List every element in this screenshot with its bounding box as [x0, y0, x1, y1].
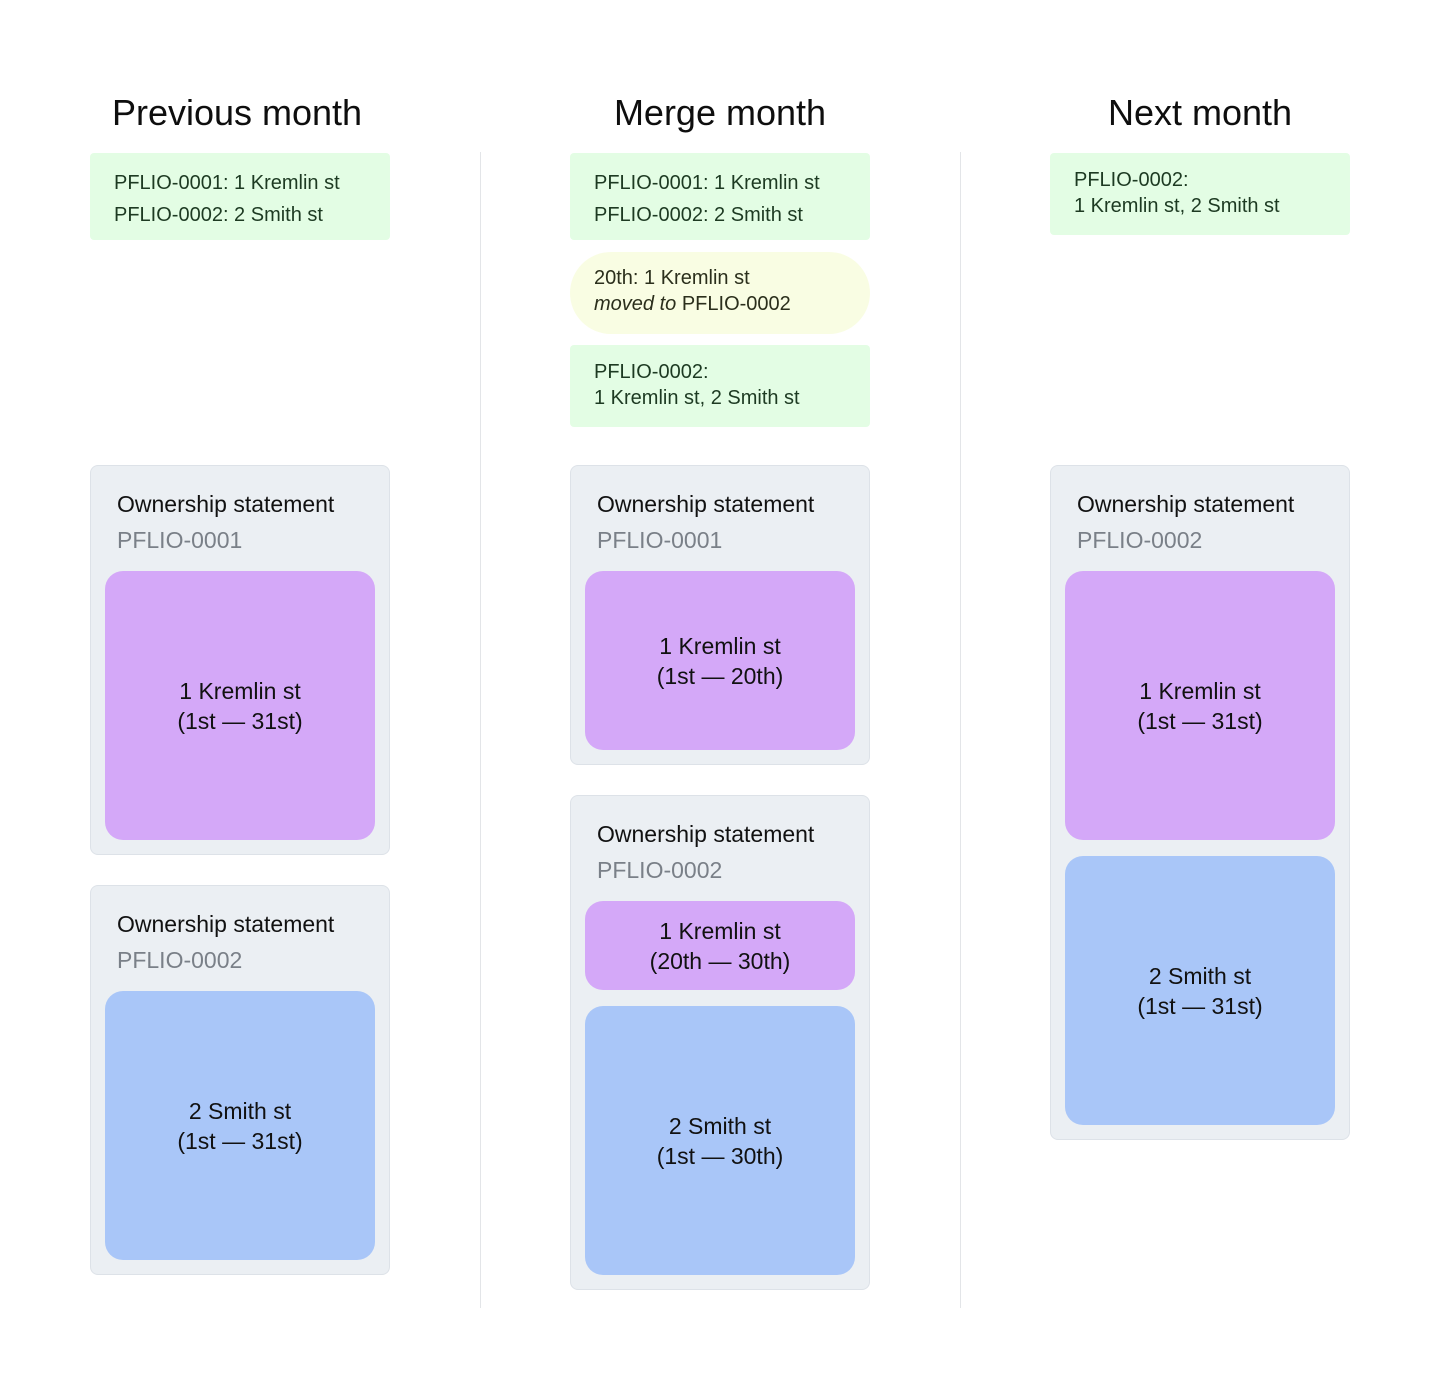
note-line: PFLIO-0002: [1074, 169, 1189, 191]
merge-event-note: 20th: 1 Kremlin st moved to PFLIO-0002 [570, 252, 870, 334]
property-block-kremlin: 1 Kremlin st (20th — 30th) [585, 901, 855, 990]
property-name: 2 Smith st [1148, 962, 1252, 989]
statement-title: Ownership statement [597, 821, 815, 847]
column-divider [480, 152, 481, 1308]
event-target: PFLIO-0002 [681, 293, 791, 315]
portfolio-note: PFLIO-0001: 1 Kremlin st PFLIO-0002: 2 S… [90, 153, 390, 240]
property-period: (1st — 31st) [1137, 992, 1263, 1019]
ownership-statement-card: Ownership statement PFLIO-0002 2 Smith s… [90, 885, 390, 1275]
property-name: 1 Kremlin st [1139, 677, 1261, 704]
property-period: (1st — 31st) [1137, 707, 1263, 734]
ownership-statement-card: Ownership statement PFLIO-0001 1 Kremlin… [570, 465, 870, 765]
portfolio-note: PFLIO-0002: 1 Kremlin st, 2 Smith st [1050, 153, 1350, 235]
property-name: 1 Kremlin st [659, 917, 781, 944]
note-line: PFLIO-0001: 1 Kremlin st [594, 172, 820, 194]
property-period: (1st — 20th) [656, 662, 784, 689]
ownership-statement-card: Ownership statement PFLIO-0001 1 Kremlin… [90, 465, 390, 855]
property-block-kremlin: 1 Kremlin st (1st — 20th) [585, 571, 855, 750]
statement-portfolio-id: PFLIO-0002 [117, 947, 243, 973]
note-line: PFLIO-0002: 2 Smith st [594, 204, 803, 226]
note-line: 1 Kremlin st, 2 Smith st [1074, 195, 1280, 217]
property-period: (20th — 30th) [649, 947, 791, 974]
property-period: (1st — 30th) [656, 1142, 784, 1169]
property-period: (1st — 31st) [177, 1127, 303, 1154]
statement-title: Ownership statement [117, 491, 335, 517]
column-title-next-month: Next month [1107, 92, 1293, 133]
note-line: PFLIO-0002: 2 Smith st [114, 204, 323, 226]
property-name: 2 Smith st [668, 1112, 772, 1139]
statement-title: Ownership statement [117, 911, 335, 937]
property-name: 1 Kremlin st [179, 677, 301, 704]
event-line: 20th: 1 Kremlin st [594, 267, 750, 289]
property-block-smith: 2 Smith st (1st — 30th) [585, 1006, 855, 1275]
property-block-smith: 2 Smith st (1st — 31st) [1065, 856, 1335, 1125]
event-action: moved to [594, 293, 677, 315]
property-name: 2 Smith st [188, 1097, 292, 1124]
note-line: 1 Kremlin st, 2 Smith st [594, 387, 800, 409]
portfolio-note: PFLIO-0002: 1 Kremlin st, 2 Smith st [570, 345, 870, 427]
property-period: (1st — 31st) [177, 707, 303, 734]
ownership-statement-card: Ownership statement PFLIO-0002 1 Kremlin… [570, 795, 870, 1290]
note-line: PFLIO-0002: [594, 361, 709, 383]
statement-portfolio-id: PFLIO-0002 [1077, 527, 1203, 553]
note-line: PFLIO-0001: 1 Kremlin st [114, 172, 340, 194]
portfolio-note: PFLIO-0001: 1 Kremlin st PFLIO-0002: 2 S… [570, 153, 870, 240]
property-name: 1 Kremlin st [659, 632, 781, 659]
ownership-statement-card: Ownership statement PFLIO-0002 1 Kremlin… [1050, 465, 1350, 1140]
column-title-previous-month: Previous month [111, 92, 363, 133]
statement-title: Ownership statement [597, 491, 815, 517]
property-block-kremlin: 1 Kremlin st (1st — 31st) [105, 571, 375, 840]
property-block-kremlin: 1 Kremlin st (1st — 31st) [1065, 571, 1335, 840]
statement-portfolio-id: PFLIO-0002 [597, 857, 723, 883]
event-move-line: moved to PFLIO-0002 [594, 291, 846, 317]
column-title-merge-month: Merge month [613, 92, 827, 133]
statement-portfolio-id: PFLIO-0001 [597, 527, 723, 553]
statement-title: Ownership statement [1077, 491, 1295, 517]
statement-portfolio-id: PFLIO-0001 [117, 527, 243, 553]
property-block-smith: 2 Smith st (1st — 31st) [105, 991, 375, 1260]
column-divider [960, 152, 961, 1308]
